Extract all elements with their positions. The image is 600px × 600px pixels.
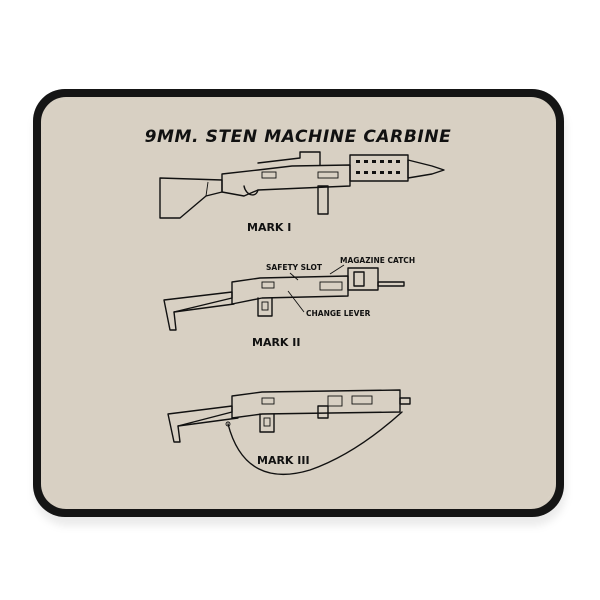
mark-ii-label: MARK II xyxy=(252,336,300,349)
mouse-pad xyxy=(33,89,564,517)
mark-ii-illustration xyxy=(163,264,405,331)
diagram-title: 9MM. STEN MACHINE CARBINE xyxy=(145,127,452,147)
mark-iii-illustration xyxy=(167,389,411,476)
change-lever-callout: CHANGE LEVER xyxy=(306,309,371,318)
safety-slot-callout: SAFETY SLOT xyxy=(266,263,323,272)
magazine-catch-callout: MAGAZINE CATCH xyxy=(340,256,415,265)
mark-iii-label: MARK III xyxy=(257,454,310,467)
mark-i-label: MARK I xyxy=(247,221,291,234)
mark-i-illustration xyxy=(159,151,445,219)
